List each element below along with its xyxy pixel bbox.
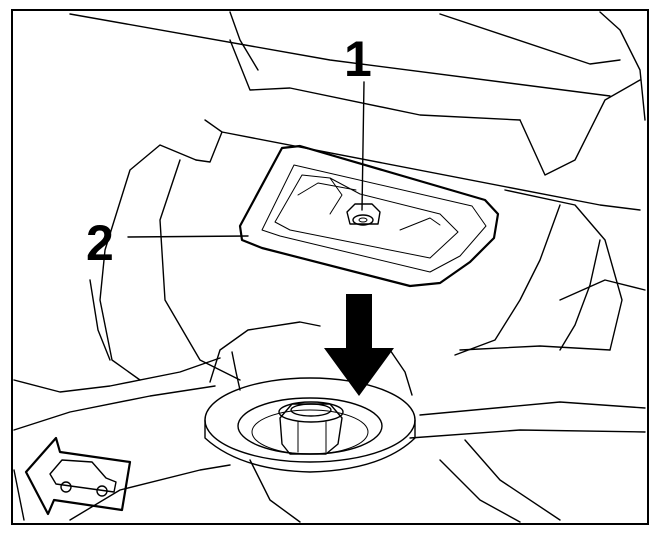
strut-mount <box>204 321 416 473</box>
body-panel-lines <box>13 11 646 523</box>
down-arrow-icon <box>324 294 394 396</box>
cover-plate <box>238 144 500 288</box>
callout-1-label: 1 <box>344 31 372 87</box>
strut-nut <box>278 401 344 455</box>
vehicle-front-arrow-icon <box>24 436 132 516</box>
fastening-nut <box>346 203 381 226</box>
callout-2-label: 2 <box>86 215 114 271</box>
callout-1-leader <box>361 81 365 211</box>
callout-2-leader <box>127 235 249 238</box>
